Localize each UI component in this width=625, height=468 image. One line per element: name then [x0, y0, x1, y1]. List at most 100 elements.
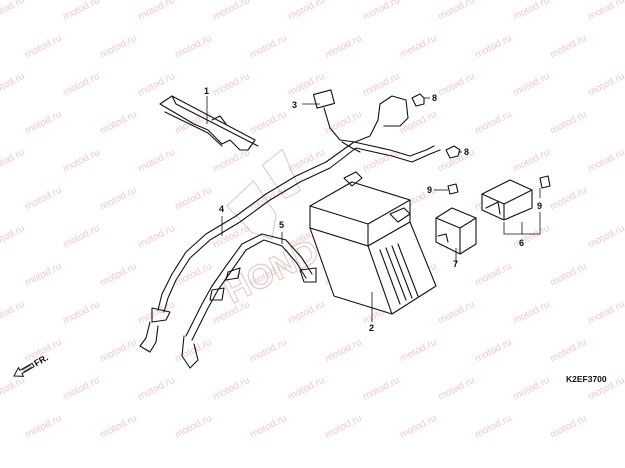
watermark-text: motod.ru — [61, 0, 101, 23]
callout-4: 4 — [219, 204, 224, 214]
watermark-text: motod.ru — [511, 71, 551, 99]
watermark-text: motod.ru — [511, 223, 551, 251]
part-6-relay — [481, 179, 533, 221]
watermark-text: motod.ru — [436, 299, 476, 327]
watermark-text: motod.ru — [511, 147, 551, 175]
watermark-text: motod.ru — [586, 0, 625, 23]
callout-5: 5 — [279, 220, 284, 230]
watermark-text: motod.ru — [98, 109, 138, 137]
watermark-text: motod.ru — [323, 337, 363, 365]
watermark-text: motod.ru — [436, 71, 476, 99]
watermark-text: motod.ru — [61, 299, 101, 327]
watermark-text: motod.ru — [61, 375, 101, 403]
watermark-text: motod.ru — [473, 33, 513, 61]
watermark-text: motod.ru — [23, 185, 63, 213]
watermark-text: motod.ru — [436, 0, 476, 23]
watermark-text: motod.ru — [473, 261, 513, 289]
watermark-text: motod.ru — [23, 33, 63, 61]
callout-8-lower: 8 — [464, 147, 469, 157]
part-1-battery-band — [159, 95, 259, 151]
part-7-cover — [435, 207, 477, 255]
watermark-text: motod.ru — [548, 33, 588, 61]
watermark-text: motod.ru — [511, 0, 551, 23]
watermark-text: motod.ru — [173, 33, 213, 61]
part-9-fuse-right — [539, 175, 551, 189]
part-3-starter-relay-cable — [312, 89, 409, 153]
watermark-text: motod.ru — [248, 109, 288, 137]
callout-2: 2 — [369, 323, 374, 333]
watermark-text: motod.ru — [586, 223, 625, 251]
watermark-text: motod.ru — [511, 375, 551, 403]
watermark-text: motod.ru — [0, 147, 27, 175]
watermark-text: motod.ru — [548, 185, 588, 213]
watermark-text: motod.ru — [286, 0, 326, 23]
watermark-text: motod.ru — [23, 109, 63, 137]
watermark-text: motod.ru — [136, 299, 176, 327]
watermark-text: motod.ru — [0, 71, 27, 99]
watermark-text: motod.ru — [398, 109, 438, 137]
watermark-text: motod.ru — [98, 337, 138, 365]
part-2-battery — [309, 171, 437, 315]
callout-6: 6 — [519, 238, 524, 248]
watermark-text: motod.ru — [61, 147, 101, 175]
watermark-text: motod.ru — [398, 33, 438, 61]
watermark-text: motod.ru — [398, 337, 438, 365]
callout-7: 7 — [453, 259, 458, 269]
watermark-text: motod.ru — [323, 109, 363, 137]
watermark-text: motod.ru — [23, 261, 63, 289]
watermark-text: motod.ru — [211, 375, 251, 403]
watermark-text: motod.ru — [473, 337, 513, 365]
part-9-fuse-left — [447, 183, 459, 195]
watermark-text: motod.ru — [248, 33, 288, 61]
watermark-text: motod.ru — [211, 71, 251, 99]
callout-3: 3 — [292, 100, 297, 110]
watermark-text: motod.ru — [136, 71, 176, 99]
watermark-text: motod.ru — [586, 299, 625, 327]
watermark-text: motod.ru — [0, 375, 27, 403]
part-8-bolt-lower — [445, 145, 461, 159]
watermark-text: motod.ru — [0, 0, 27, 23]
watermark-text: motod.ru — [361, 71, 401, 99]
watermark-text: motod.ru — [23, 413, 63, 441]
watermark-text: motod.ru — [361, 0, 401, 23]
watermark-text: motod.ru — [98, 33, 138, 61]
watermark-text: motod.ru — [136, 375, 176, 403]
watermark-text: motod.ru — [586, 147, 625, 175]
part-4-negative-cable — [139, 141, 441, 353]
watermark-text: motod.ru — [98, 413, 138, 441]
watermark-text: motod.ru — [361, 375, 401, 403]
watermark-text: motod.ru — [323, 33, 363, 61]
watermark-text: motod.ru — [61, 223, 101, 251]
watermark-text: motod.ru — [398, 413, 438, 441]
watermark-text: motod.ru — [548, 109, 588, 137]
watermark-text: motod.ru — [136, 0, 176, 23]
callout-9-left: 9 — [427, 185, 432, 195]
watermark-text: motod.ru — [173, 185, 213, 213]
leader-lines — [206, 96, 541, 322]
watermark-text: motod.ru — [548, 413, 588, 441]
watermark-text: motod.ru — [473, 109, 513, 137]
callout-1: 1 — [204, 86, 209, 96]
callout-9-right: 9 — [537, 201, 542, 211]
watermark-text: motod.ru — [286, 375, 326, 403]
watermark-text: motod.ru — [248, 337, 288, 365]
watermark-text: motod.ru — [0, 223, 27, 251]
watermark-text: motod.ru — [548, 337, 588, 365]
part-5-positive-cable — [181, 233, 317, 369]
watermark-text: motod.ru — [0, 299, 27, 327]
watermark-text: motod.ru — [173, 337, 213, 365]
watermark-text: motod.ru — [511, 299, 551, 327]
watermark-text: motod.ru — [98, 185, 138, 213]
part-8-bolt-upper — [411, 93, 425, 107]
watermark-text: motod.ru — [436, 147, 476, 175]
watermark-text: motod.ru — [323, 413, 363, 441]
watermark-text: motod.ru — [586, 71, 625, 99]
watermark-text: motod.ru — [211, 0, 251, 23]
diagram-code: K2EF3700 — [566, 374, 607, 384]
watermark-text: motod.ru — [473, 413, 513, 441]
watermark-text: motod.ru — [136, 147, 176, 175]
watermark-text: motod.ru — [211, 147, 251, 175]
watermark-text: motod.ru — [61, 71, 101, 99]
watermark-text: motod.ru — [286, 147, 326, 175]
